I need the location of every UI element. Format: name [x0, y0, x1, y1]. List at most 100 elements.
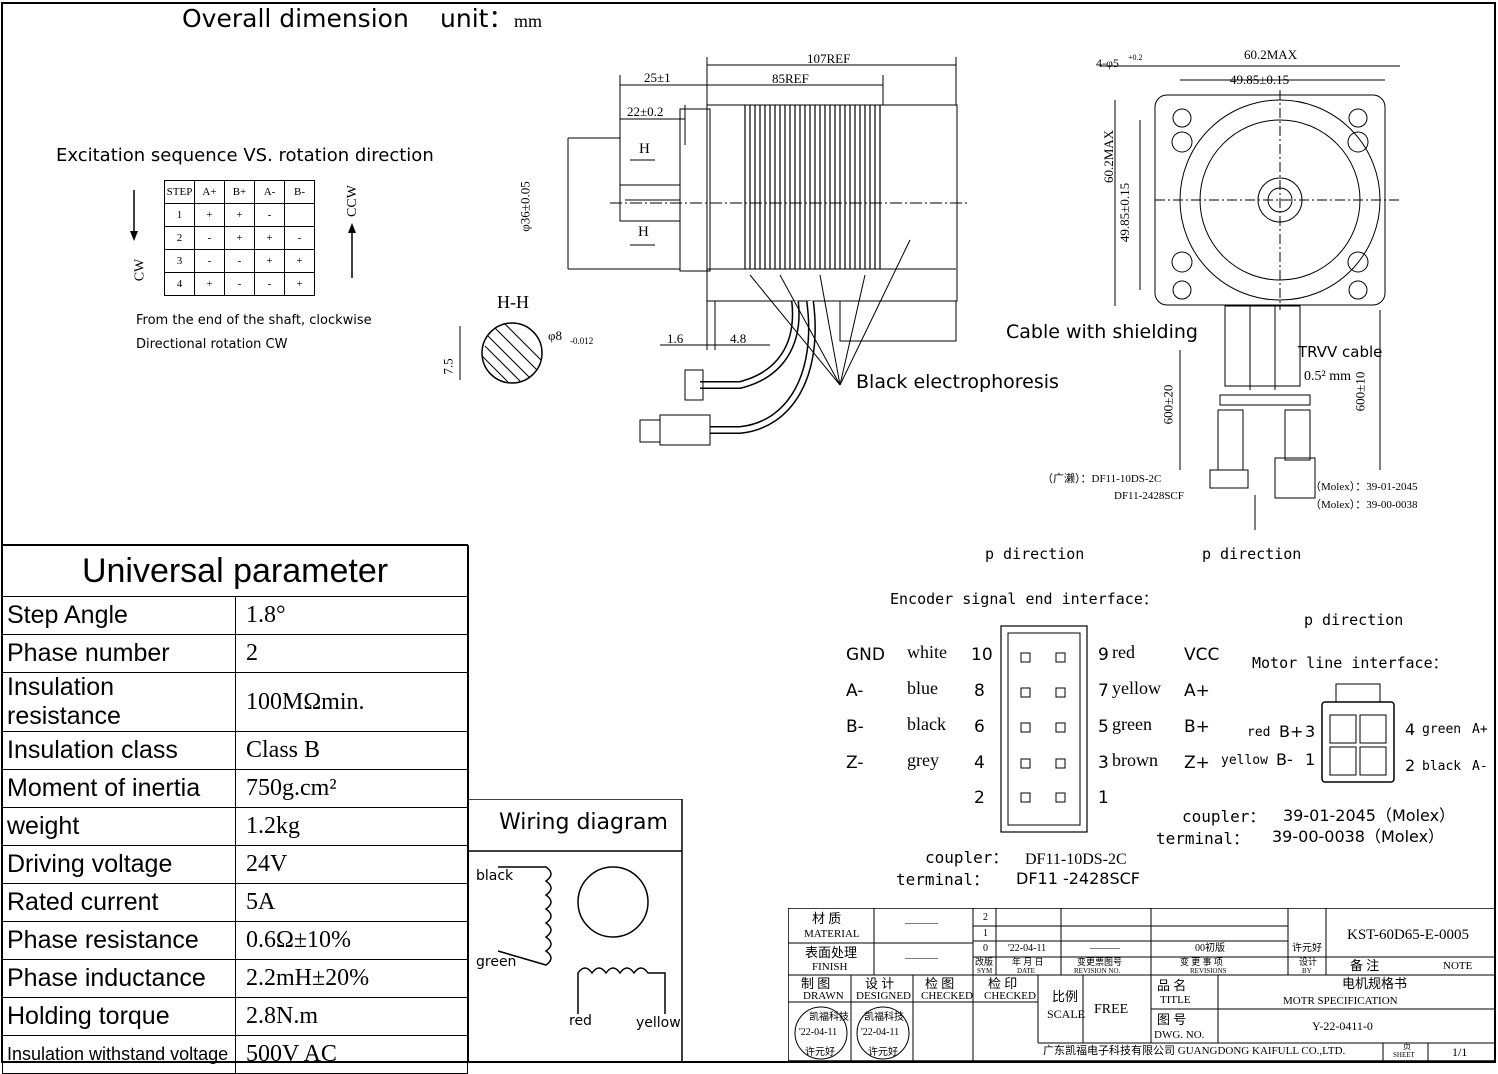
tb-sheet-cn: 页 [1403, 1042, 1411, 1051]
tb-stamp2-date: '22-04-11 [861, 1027, 900, 1038]
tb-designed-en: DESIGNED [856, 990, 911, 1002]
encoder-right-pin: 7 [1098, 681, 1109, 701]
dim-60-2-max-side: 60.2MAX [1101, 129, 1117, 184]
encoder-left-signal: B- [846, 717, 864, 737]
tb-material-cn: 材 质 [812, 911, 842, 926]
encoder-title: Encoder signal end interface： [890, 590, 1158, 608]
dim-holes-tol: +0.2 [1128, 53, 1143, 62]
dim-25: 25±1 [644, 70, 671, 85]
parameter-key: Phase number [2, 634, 236, 673]
tb-rev-2: 2 [983, 912, 988, 923]
tb-title-value-cn: 电机规格书 [1342, 976, 1408, 991]
tb-scale-value: FREE [1094, 1002, 1129, 1017]
tb-material-value: ——— [905, 917, 938, 929]
parameter-key: Step Angle [2, 596, 236, 635]
rotation-arrows [130, 190, 356, 278]
motor-black-color: black [1422, 759, 1462, 774]
dim-49-85-side: 49.85±0.15 [1117, 182, 1133, 243]
molex-coupler: （Molex）：39-01-2045 [1310, 481, 1418, 493]
wiring-black: black [476, 868, 514, 884]
ccw-label: CCW [344, 185, 360, 217]
tb-revs-cn: 变 更 事 项 [1180, 957, 1223, 967]
encoder-left-color: white [907, 642, 947, 662]
parameter-value: 100MΩmin. [235, 672, 468, 732]
motor-yellow-color: yellow [1221, 753, 1268, 768]
encoder-right-pin: 5 [1098, 717, 1109, 737]
dim-85: 85REF [772, 71, 809, 86]
parameter-key: Rated current [2, 883, 236, 922]
parameter-value: 2.8N.m [235, 997, 468, 1036]
parameter-key: Insulation resistance [2, 672, 236, 732]
encoder-right-pin: 3 [1098, 753, 1109, 773]
wiring-red: red [569, 1013, 592, 1029]
wiring-diagram [468, 799, 683, 1063]
parameter-value: 750g.cm² [235, 769, 468, 808]
parameter-value: 1.2kg [235, 807, 468, 846]
dim-60-2-max-top: 60.2MAX [1244, 47, 1298, 62]
excitation-cell: + [284, 249, 315, 273]
tb-rev-0-desc: 00初版 [1195, 943, 1225, 954]
page-title: Overall dimension [182, 4, 409, 33]
excitation-cell [284, 203, 315, 227]
title-block-frame [788, 908, 1496, 1062]
tb-checked2-cn: 检 印 [988, 976, 1018, 991]
encoder-left-pin: 6 [974, 717, 985, 737]
wiring-green: green [476, 954, 517, 970]
excitation-col-header: STEP [164, 180, 195, 204]
encoder-left-color: blue [907, 678, 938, 698]
excitation-cell: - [224, 272, 255, 296]
motor-red-color: red [1247, 725, 1271, 740]
parameter-key: weight [2, 807, 236, 846]
dim-4-8: 4.8 [730, 331, 747, 346]
motor-line-title: Motor line interface： [1252, 654, 1448, 672]
cable-size: 0.5² mm [1304, 369, 1351, 384]
motor-terminal-value: 39-00-0038（Molex） [1272, 827, 1445, 846]
parameter-key: Insulation class [2, 731, 236, 770]
tb-dwg-cn: 图 号 [1157, 1012, 1187, 1027]
black-electrophoresis-label: Black electrophoresis [856, 371, 1059, 393]
encoder-connector [1000, 625, 1088, 833]
motor-green-pin: 4 [1405, 720, 1416, 739]
encoder-left-pin: 2 [974, 788, 985, 808]
encoder-left-signal: GND [846, 645, 885, 665]
tb-stamp2-company: 凯福科技 [864, 1012, 904, 1023]
encoder-right-color: yellow [1112, 678, 1161, 698]
tb-finish-cn: 表面处理 [805, 945, 858, 960]
encoder-left-color: grey [907, 750, 939, 770]
parameter-key: Driving voltage [2, 845, 236, 884]
tb-material-en: MATERIAL [804, 928, 860, 940]
encoder-right-color: brown [1112, 750, 1158, 770]
motor-black-pin: 2 [1405, 756, 1416, 775]
section-mark-bottom: H [638, 224, 649, 240]
tb-revs-en: REVISIONS [1190, 967, 1227, 975]
encoder-left-signal: A- [846, 681, 864, 701]
tb-designed-cn: 设 计 [865, 976, 895, 991]
cable-shielding-label: Cable with shielding [1006, 321, 1198, 343]
tb-by-en: BY [1302, 967, 1312, 975]
encoder-right-pin: 9 [1098, 645, 1109, 665]
hirose-coupler: （广濑）：DF11-10DS-2C [1042, 473, 1162, 485]
excitation-cell: - [194, 249, 225, 273]
tb-rev-0-date: '22-04-11 [1008, 943, 1047, 954]
encoder-terminal-value: DF11 -2428SCF [1016, 869, 1140, 888]
tb-sheet-en: SHEET [1393, 1051, 1415, 1059]
tb-rev-0-by: 许元好 [1292, 943, 1322, 954]
encoder-right-signal: Z+ [1184, 753, 1210, 773]
excitation-cell: 4 [164, 272, 195, 296]
excitation-cell: - [224, 249, 255, 273]
tb-sheet-value: 1/1 [1452, 1045, 1468, 1059]
cw-label: CW [132, 258, 148, 282]
tb-rev-0: 0 [983, 943, 988, 954]
trvv-cable-label: TRVV cable [1298, 343, 1383, 361]
dim-22: 22±0.2 [627, 104, 664, 119]
encoder-right-pin: 1 [1098, 788, 1109, 808]
